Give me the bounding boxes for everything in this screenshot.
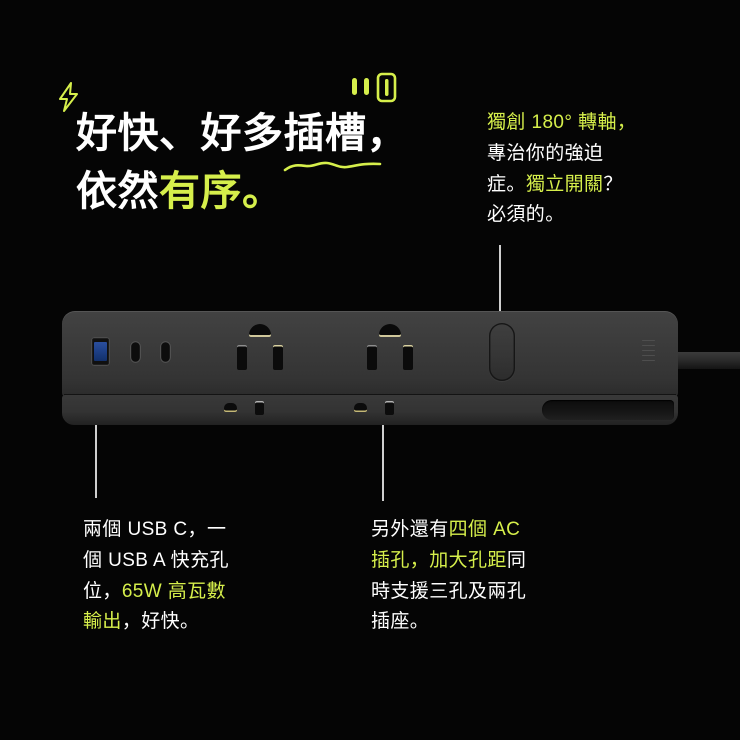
ac-prong-slot <box>385 401 394 415</box>
callout-hinge-seg6: 必須的。 <box>487 204 565 226</box>
callout-ac-line-3: 時支援三孔及兩孔 <box>371 577 601 608</box>
vent-line <box>642 340 655 342</box>
callout-hinge: 獨創 180° 轉軸， 專治你的強迫 症。獨立開關？ 必須的。 <box>487 108 702 231</box>
ac-ground-slot <box>224 403 237 412</box>
headline-line-2-accent: 有序。 <box>159 168 284 215</box>
battery-bars-icon <box>352 72 397 103</box>
callout-ac-seg1: 另外還有 <box>371 519 449 540</box>
vent-line <box>642 360 655 362</box>
power-strip <box>60 306 680 431</box>
callout-ac-seg3: 插孔，加大孔距 <box>371 549 507 571</box>
callout-hinge-line-1: 獨創 180° 轉軸， <box>487 108 702 139</box>
ac-prong-slot-left <box>367 345 377 370</box>
callout-hinge-seg5: ？ <box>603 173 623 195</box>
callout-hinge-line-3: 症。獨立開關？ <box>487 170 702 201</box>
ac-ground-slot <box>354 403 367 412</box>
callout-hinge-seg2: 專治你的強迫 <box>487 142 604 164</box>
power-strip-seam <box>64 394 676 396</box>
ac-ground-slot <box>379 324 401 337</box>
ac-outlet-front-2[interactable] <box>354 400 408 416</box>
vent-line <box>642 355 655 357</box>
callout-usb-line-3: 位，65W 高瓦數 <box>83 577 313 608</box>
ac-outlet-top-2[interactable] <box>358 324 422 376</box>
callout-ac-line-2: 插孔，加大孔距同 <box>371 546 601 577</box>
usb-c-port-1[interactable] <box>130 341 141 363</box>
callout-usb-seg6: ，好快。 <box>121 611 200 633</box>
headline-line-2-white: 依然 <box>76 168 159 215</box>
ac-prong-slot-left <box>237 345 247 370</box>
callout-usb: 兩個 USB C，一 個 USB A 快充孔 位，65W 高瓦數 輸出，好快。 <box>83 515 313 638</box>
headline-line-1: 好快、好多插槽， <box>76 104 496 162</box>
power-switch[interactable] <box>489 323 515 381</box>
callout-ac: 另外還有四個 AC 插孔，加大孔距同 時支援三孔及兩孔 插座。 <box>371 515 601 638</box>
callout-ac-seg6: 插座。 <box>371 611 430 633</box>
callout-ac-line-1: 另外還有四個 AC <box>371 515 601 546</box>
callout-usb-line-4: 輸出，好快。 <box>83 607 313 638</box>
hinge-groove <box>542 400 674 420</box>
ac-outlet-front-1[interactable] <box>224 400 278 416</box>
callout-hinge-line-4: 必須的。 <box>487 200 702 231</box>
leader-line-hinge <box>499 245 501 331</box>
headline-line-1-text: 好快、好多插槽， <box>76 110 408 156</box>
ac-ground-slot <box>249 324 271 337</box>
leader-line-ac <box>382 423 384 501</box>
callout-usb-seg2: 個 USB A 快充孔 <box>83 549 229 571</box>
vent-lines-icon <box>642 340 656 364</box>
callout-usb-seg3: 位， <box>83 580 122 602</box>
callout-ac-seg2: 四個 AC <box>448 519 521 540</box>
callout-hinge-seg3: 症。 <box>487 173 526 195</box>
ac-prong-slot-right <box>273 345 283 370</box>
callout-ac-seg5: 時支援三孔及兩孔 <box>371 580 527 602</box>
callout-usb-seg1: 兩個 USB C，一 <box>83 519 227 540</box>
usb-c-port-2[interactable] <box>160 341 171 363</box>
headline: 好快、好多插槽， 依然有序。 <box>76 104 496 220</box>
callout-ac-line-4: 插座。 <box>371 607 601 638</box>
callout-ac-seg4: 同 <box>506 549 527 571</box>
ac-prong-slot-right <box>403 345 413 370</box>
vent-line <box>642 350 655 352</box>
callout-usb-seg5: 輸出 <box>83 611 122 633</box>
callout-usb-line-2: 個 USB A 快充孔 <box>83 546 313 577</box>
ac-outlet-top-1[interactable] <box>228 324 292 376</box>
usb-a-port[interactable] <box>91 337 110 366</box>
vent-line <box>642 345 655 347</box>
headline-line-2: 依然有序。 <box>76 162 496 220</box>
callout-usb-seg4: 65W 高瓦數 <box>121 580 226 602</box>
ac-prong-slot <box>255 401 264 415</box>
squiggle-underline-icon <box>283 161 382 172</box>
leader-line-usb <box>95 424 97 498</box>
lightning-bolt-icon <box>59 82 78 112</box>
callout-hinge-seg1: 獨創 180° 轉軸， <box>487 112 637 133</box>
callout-usb-line-1: 兩個 USB C，一 <box>83 515 313 546</box>
callout-hinge-seg4: 獨立開關 <box>525 173 604 195</box>
callout-hinge-line-2: 專治你的強迫 <box>487 139 702 170</box>
